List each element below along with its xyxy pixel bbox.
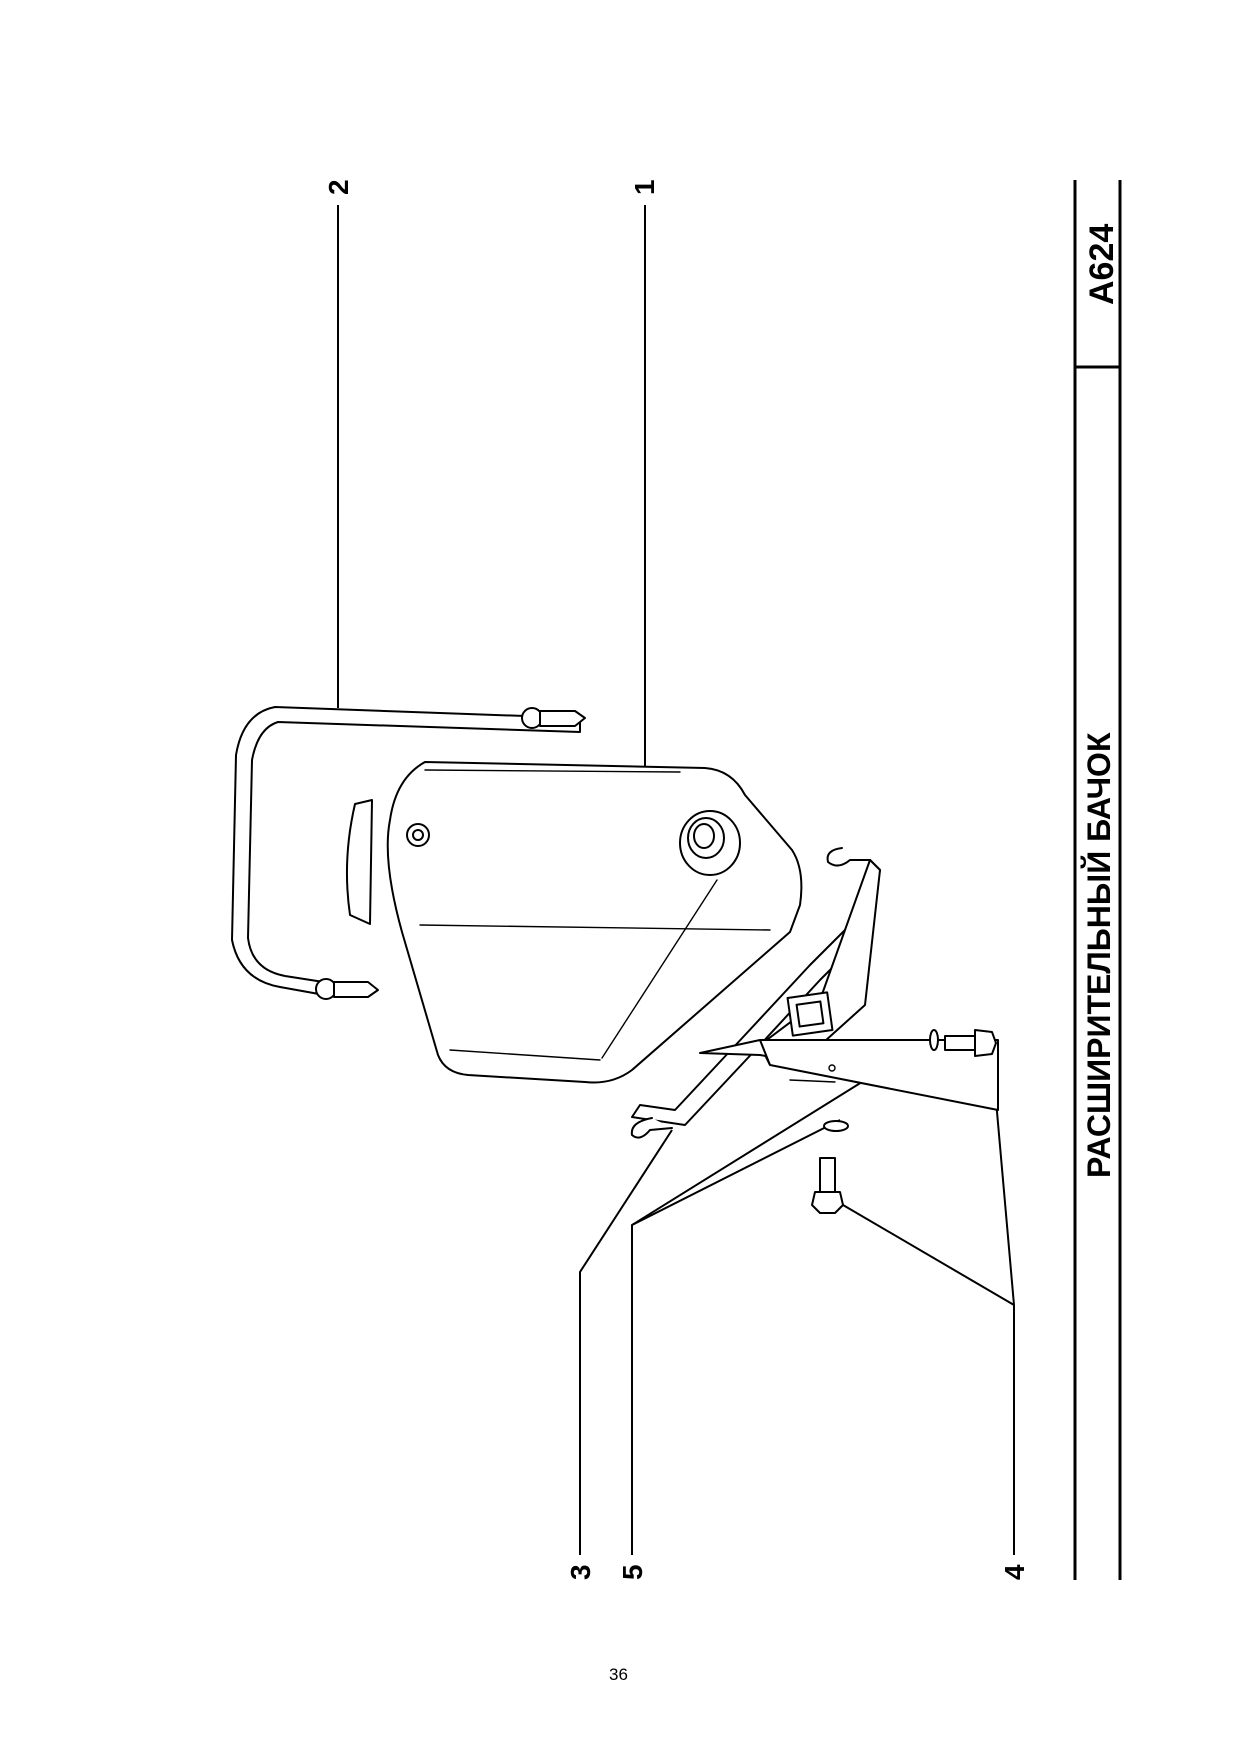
washer-lower: [823, 1120, 849, 1132]
callout-number: 5: [617, 1564, 648, 1580]
diagram-title: РАСШИРИТЕЛЬНЫЙ БАЧОК: [1081, 732, 1117, 1178]
callout-number: 2: [323, 179, 354, 195]
expansion-tank: [345, 761, 803, 1084]
callout-4: 4: [999, 1564, 1030, 1580]
washer-upper: [929, 1029, 939, 1051]
callout-1: 1: [629, 179, 660, 195]
callout-number: 4: [999, 1564, 1030, 1580]
leader-lines: [337, 205, 1015, 1555]
callout-3: 3: [565, 1564, 596, 1580]
bolt-lower: [811, 1157, 844, 1214]
callout-number: 3: [565, 1564, 596, 1580]
bolt-upper: [944, 1029, 997, 1057]
retaining-strap: [231, 706, 586, 1000]
callout-5: 5: [617, 1564, 648, 1580]
callout-number: 1: [629, 179, 660, 195]
drawing-code: А624: [1083, 224, 1121, 305]
callout-2: 2: [323, 179, 354, 195]
mounting-bracket: [630, 847, 999, 1139]
title-frame: [1073, 180, 1122, 1580]
page-number: 36: [609, 1665, 628, 1684]
